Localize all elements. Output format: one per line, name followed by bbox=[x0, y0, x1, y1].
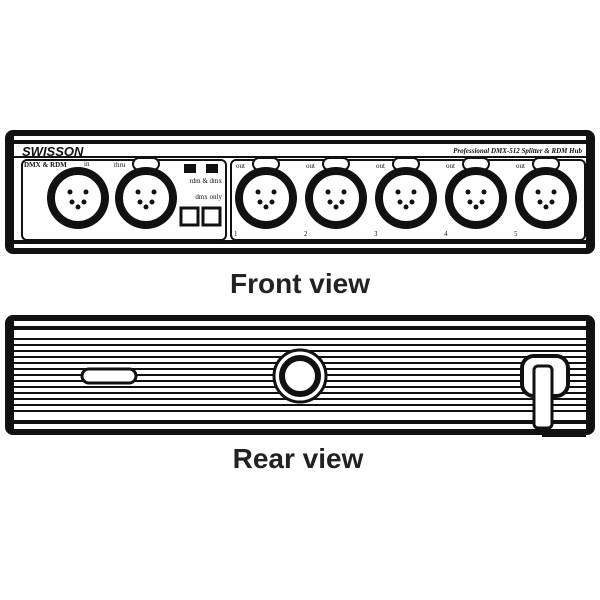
front-panel: SWISSON Professional DMX-512 Splitter & … bbox=[5, 130, 595, 254]
xlr-out-connector-4[interactable] bbox=[445, 157, 507, 229]
out-number: 2 bbox=[304, 230, 308, 238]
in-label: in bbox=[84, 160, 90, 168]
model-label: Professional DMX-512 Splitter & RDM Hub bbox=[453, 147, 582, 155]
heat-sink-stripe bbox=[14, 404, 586, 406]
mode-label-rdm-dmx: rdm & dmx bbox=[189, 177, 222, 185]
dmx-rdm-label: DMX & RDM bbox=[24, 161, 67, 169]
mounting-slot bbox=[80, 367, 138, 385]
out-label: out bbox=[236, 162, 245, 170]
thru-label: thru bbox=[114, 161, 126, 169]
xlr-in-connector[interactable] bbox=[47, 167, 109, 229]
xlr-out-connector-1[interactable] bbox=[235, 157, 297, 229]
front-view-caption: Front view bbox=[230, 268, 370, 299]
heat-sink-stripe bbox=[14, 338, 586, 340]
xlr-thru-connector[interactable] bbox=[115, 157, 177, 229]
out-label: out bbox=[516, 162, 525, 170]
power-cable-connector[interactable] bbox=[520, 354, 586, 437]
power-jack[interactable] bbox=[272, 348, 328, 404]
mode-switches[interactable] bbox=[179, 164, 222, 227]
xlr-out-connector-3[interactable] bbox=[375, 157, 437, 229]
out-label: out bbox=[446, 162, 455, 170]
out-label: out bbox=[306, 162, 315, 170]
xlr-out-connector-5[interactable] bbox=[515, 157, 577, 229]
out-label: out bbox=[376, 162, 385, 170]
rear-view-caption: Rear view bbox=[233, 443, 364, 474]
mode-label-dmx-only: dmx only bbox=[195, 193, 222, 201]
out-number: 3 bbox=[374, 230, 378, 238]
brand-logo: SWISSON bbox=[22, 144, 84, 159]
heat-sink-stripe bbox=[14, 410, 586, 412]
out-number: 5 bbox=[514, 230, 518, 238]
xlr-out-connector-2[interactable] bbox=[305, 157, 367, 229]
rear-panel bbox=[5, 315, 595, 437]
out-number: 4 bbox=[444, 230, 448, 238]
heat-sink-stripe bbox=[14, 344, 586, 346]
out-number: 1 bbox=[234, 230, 238, 238]
